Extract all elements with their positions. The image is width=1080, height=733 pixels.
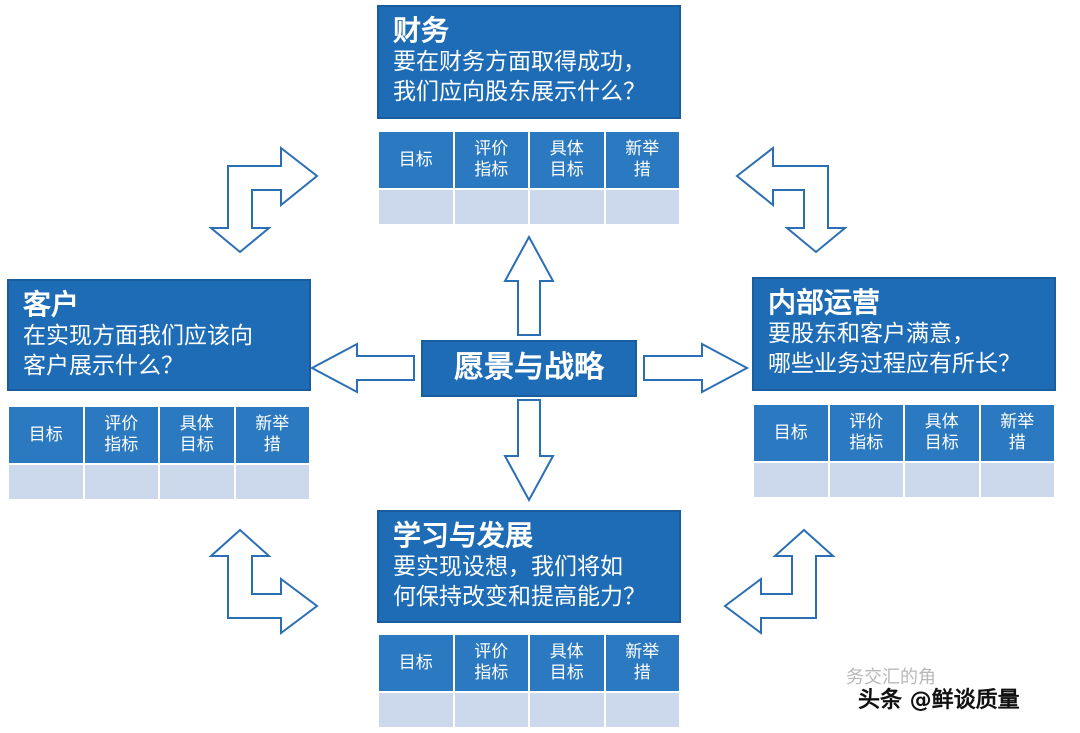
table-cell [528,188,606,226]
internal-question-line2: 哪些业务过程应有所长？ [768,351,1021,377]
learning-question-line1: 要实现设想，我们将如 [393,554,623,580]
finance-title: 财务 [393,14,450,47]
internal-table: 目标 评价指标 具体目标 新举措 [752,403,1056,499]
internal-box: 内部运营 要股东和客户满意， 哪些业务过程应有所长？ [752,277,1056,391]
table-cell [233,463,311,501]
table-header-target: 具体目标 [528,633,606,693]
table-header-goal: 目标 [7,405,85,465]
table-cell [377,188,455,226]
table-cell [827,461,905,499]
table-cell [528,691,606,729]
finance-box: 财务 要在财务方面取得成功， 我们应向股东展示什么？ [377,5,681,119]
table-header-indicator: 评价指标 [452,633,530,693]
vision-strategy-box: 愿景与战略 [421,340,637,397]
table-header-goal: 目标 [752,403,830,463]
table-cell [603,691,681,729]
table-cell [158,463,236,501]
arrow-center-to-finance [503,234,555,336]
faded-watermark: 务交汇的角 [846,667,936,688]
table-header-measure: 新举措 [603,130,681,190]
table-header-measure: 新举措 [978,403,1056,463]
finance-table: 目标 评价指标 具体目标 新举措 [377,130,681,226]
table-header-indicator: 评价指标 [452,130,530,190]
table-header-target: 具体目标 [158,405,236,465]
arrow-finance-internal [735,145,848,254]
customer-title: 客户 [23,288,80,321]
finance-question-line2: 我们应向股东展示什么？ [393,79,646,105]
table-cell [752,461,830,499]
table-header-target: 具体目标 [903,403,981,463]
table-cell [82,463,160,501]
table-header-measure: 新举措 [603,633,681,693]
table-cell [452,691,530,729]
table-header-indicator: 评价指标 [82,405,160,465]
table-header-measure: 新举措 [233,405,311,465]
table-cell [377,691,455,729]
table-cell [452,188,530,226]
arrow-customer-learning [208,528,319,635]
table-cell [903,461,981,499]
table-cell [7,463,85,501]
table-header-target: 具体目标 [528,130,606,190]
customer-question-line1: 在实现方面我们应该向 [23,323,253,349]
finance-question-line1: 要在财务方面取得成功， [393,49,646,75]
customer-table: 目标 评价指标 具体目标 新举措 [7,405,311,501]
table-header-indicator: 评价指标 [827,403,905,463]
learning-box: 学习与发展 要实现设想，我们将如 何保持改变和提高能力？ [377,510,681,623]
internal-title: 内部运营 [768,286,881,319]
arrow-internal-learning [723,528,836,635]
internal-question-line1: 要股东和客户满意， [768,321,975,347]
table-header-goal: 目标 [377,130,455,190]
learning-table: 目标 评价指标 具体目标 新举措 [377,633,681,729]
customer-box: 客户 在实现方面我们应该向 客户展示什么？ [7,279,311,391]
table-cell [978,461,1056,499]
learning-title: 学习与发展 [393,519,534,552]
table-header-goal: 目标 [377,633,455,693]
table-cell [603,188,681,226]
arrow-customer-finance [208,145,319,254]
arrow-center-to-learning [503,399,555,503]
customer-question-line2: 客户展示什么？ [23,353,184,379]
arrow-center-to-customer [309,342,415,394]
arrow-center-to-internal [643,342,750,394]
watermark: 头条 @鲜谈质量 [858,688,1020,713]
learning-question-line2: 何保持改变和提高能力？ [393,584,646,610]
